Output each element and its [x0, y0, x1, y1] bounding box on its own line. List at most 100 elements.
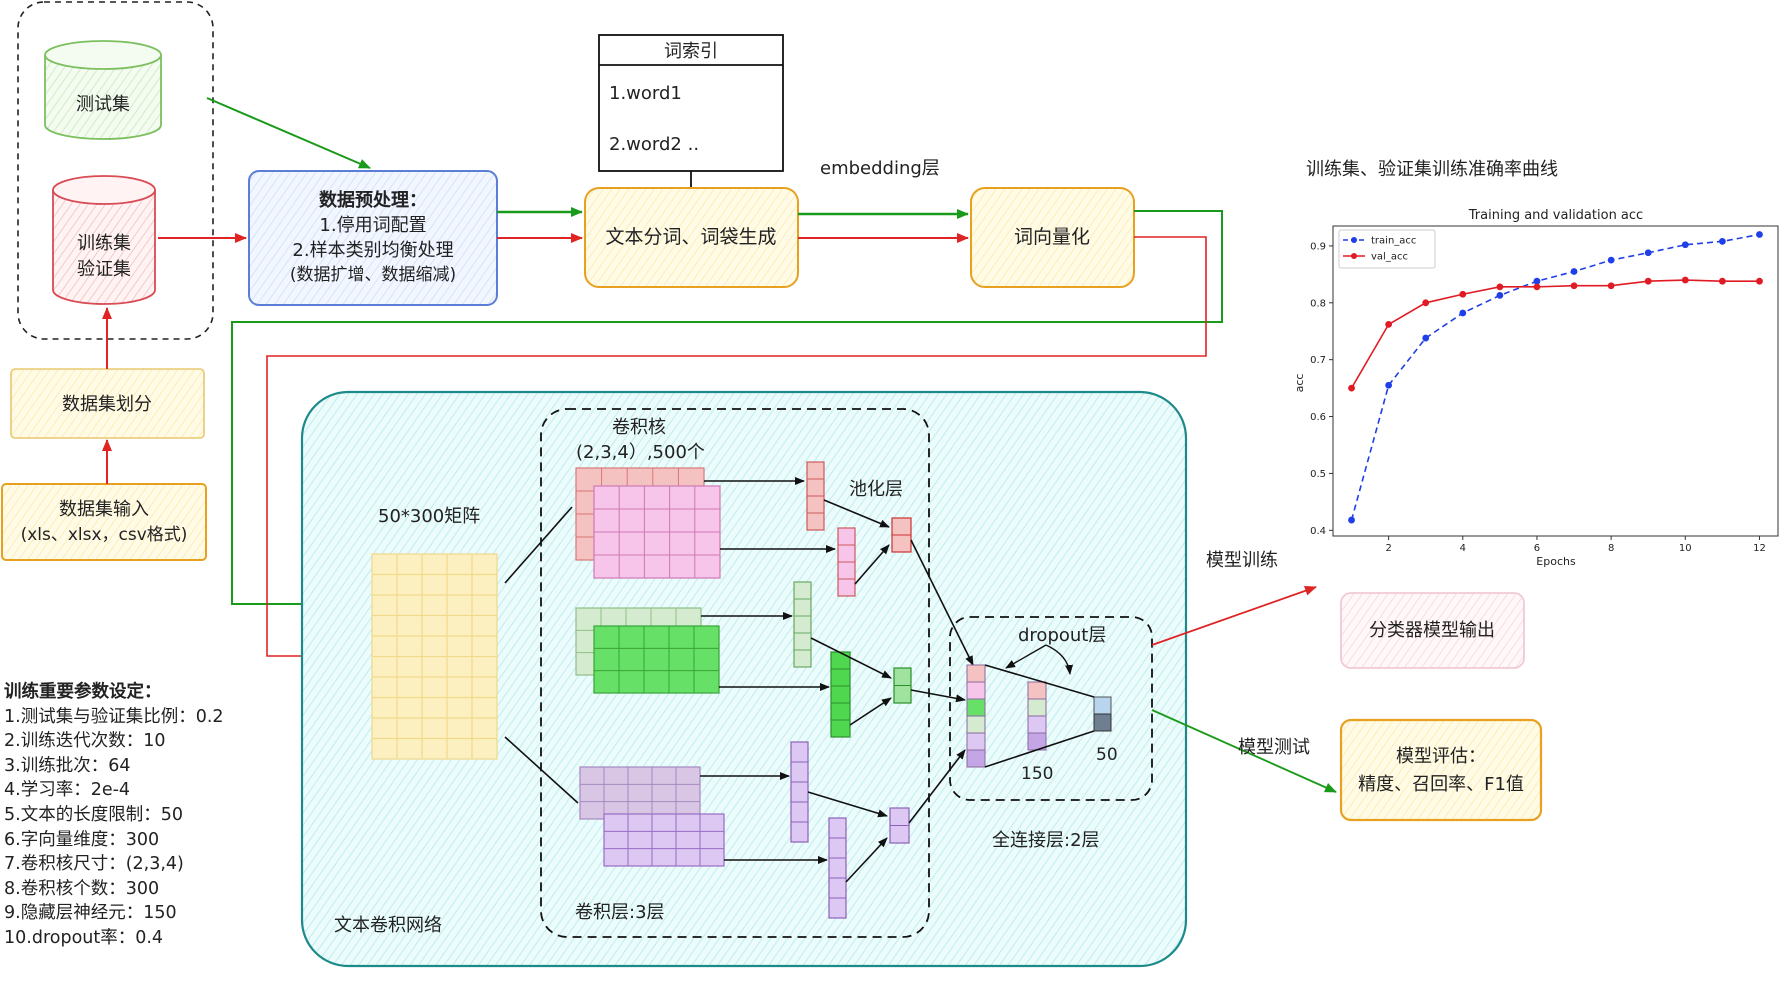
classifier-output-label: 分类器模型输出 [1369, 620, 1495, 641]
chart-x-tick-label: 4 [1460, 543, 1466, 554]
training-param-item: 6.字向量维度：300 [4, 829, 160, 850]
chart-point-train_acc [1459, 309, 1467, 317]
preprocess-step2-detail: (数据扩增、数据缩减) [290, 265, 456, 285]
fc-bottom-edge [984, 730, 1095, 768]
pooled-green [893, 667, 912, 704]
chart-caption: 训练集、验证集训练准确率曲线 [1306, 159, 1558, 180]
preprocess-step1: 1.停用词配置 [319, 215, 426, 236]
arrow-pool-red-to-concat [910, 539, 974, 666]
chart-point-val_acc [1496, 283, 1504, 291]
training-param-item: 5.文本的长度限制：50 [4, 804, 183, 825]
kernel-cell-block [579, 766, 701, 820]
chart-point-train_acc [1385, 381, 1393, 389]
chart-y-tick-label: 0.7 [1310, 355, 1326, 366]
word-index-title: 词索引 [664, 41, 718, 62]
hidden-layer-cell [1027, 698, 1047, 717]
model-training-label: 模型训练 [1206, 550, 1278, 571]
concat-vector-cell [966, 749, 986, 768]
chart-x-tick-label: 2 [1385, 543, 1391, 554]
kernel-green-front [593, 625, 720, 694]
chart-point-val_acc [1756, 277, 1763, 285]
chart-point-val_acc [1570, 282, 1578, 290]
feature-map-red-2 [837, 527, 856, 597]
chart-series-line-val_acc [1350, 279, 1760, 389]
red-route-to-matrix [266, 236, 1207, 661]
test-set-label: 测试集 [76, 94, 130, 115]
matrix-to-kernel-line-2 [504, 736, 579, 804]
training-param-item: 2.训练迭代次数：10 [4, 731, 166, 752]
feature-column-body [828, 817, 847, 919]
fc-150-label: 150 [1021, 764, 1053, 784]
word-index-item-2: 2.word2 .. [609, 134, 699, 155]
concat-vector [966, 664, 986, 768]
word-index-item-1: 1.word1 [609, 83, 682, 104]
model-testing-label: 模型测试 [1238, 737, 1310, 758]
preprocess-title: 数据预处理： [319, 189, 427, 211]
dropout-fc-group [949, 616, 1153, 801]
chart-x-tick-label: 6 [1534, 543, 1540, 554]
green-route-to-matrix [231, 210, 1223, 609]
fc-50-label: 50 [1096, 745, 1118, 765]
feature-column-body [793, 581, 812, 668]
arrow-green-map-to-pool [810, 637, 892, 679]
arrow-purple-map2-to-pool [845, 837, 888, 883]
chart-x-tick-label: 12 [1753, 543, 1766, 554]
concat-vector-cell [966, 681, 986, 700]
pool-layer-label: 池化层 [849, 479, 903, 500]
chart-point-val_acc [1348, 384, 1355, 392]
training-params-title: 训练重要参数设定： [4, 682, 162, 702]
chart-ylabel: acc [1293, 374, 1306, 393]
chart-plot-area [1332, 225, 1779, 537]
training-param-item: 8.卷积核个数：300 [4, 878, 160, 899]
kernel-purple-front [603, 813, 725, 867]
model-eval-box [1339, 718, 1543, 822]
output-layer-cell [1093, 713, 1112, 732]
chart-point-val_acc [1422, 299, 1430, 307]
chart-xlabel: Epochs [1536, 555, 1576, 568]
train-set-label: 训练集 [77, 233, 131, 254]
dropout-arrow-left [1005, 644, 1047, 669]
dataset-split-label: 数据集划分 [62, 394, 152, 415]
vectorize-label: 词向量化 [1014, 226, 1090, 248]
hidden-layer-cell [1027, 715, 1047, 734]
val-set-label: 验证集 [77, 259, 131, 280]
kernel-label: 卷积核 [612, 417, 666, 438]
dropout-layer-label: dropout层 [1018, 625, 1106, 646]
arrow-model-testing [1151, 709, 1337, 793]
matrix-to-kernel-line-1 [504, 506, 573, 584]
feature-map-green-2 [830, 651, 851, 738]
chart-legend-marker [1351, 237, 1357, 243]
embedding-layer-label: embedding层 [820, 158, 940, 179]
training-param-item: 9.隐藏层神经元：150 [4, 903, 177, 924]
dataset-input-formats: (xls、xlsx，csv格式) [21, 525, 188, 545]
chart-point-train_acc [1756, 231, 1763, 238]
chart-point-val_acc [1607, 282, 1615, 290]
text-cnn-container [300, 390, 1188, 968]
chart-y-tick-label: 0.6 [1310, 412, 1326, 423]
feature-column-body [790, 741, 809, 843]
concat-vector-cell [966, 732, 986, 751]
arrow-green-map2-to-pool [849, 697, 892, 726]
model-eval-title: 模型评估： [1396, 746, 1486, 767]
word-index-table: 词索引 1.word1 2.word2 .. [598, 34, 784, 172]
chart-y-tick-label: 0.5 [1310, 469, 1326, 480]
concat-vector-cell [966, 664, 986, 683]
pooled-red [891, 517, 912, 553]
chart-point-train_acc [1422, 334, 1430, 342]
chart-y-tick-label: 0.8 [1310, 298, 1326, 309]
matrix-label: 50*300矩阵 [378, 506, 480, 527]
preprocess-step2: 2.样本类别均衡处理 [292, 240, 453, 261]
arrow-red-map2-to-pool [854, 544, 890, 585]
training-params-panel: 训练重要参数设定： 1.测试集与验证集比例：0.2 2.训练迭代次数：10 3.… [4, 680, 224, 951]
text-cnn-label: 文本卷积网络 [334, 915, 442, 936]
chart-title: Training and validation acc [1468, 208, 1643, 223]
arrow-red-map-to-pool [823, 499, 890, 528]
training-param-item: 10.dropout率：0.4 [4, 927, 164, 948]
chart-legend-label: val_acc [1371, 252, 1408, 263]
chart-legend-marker [1351, 253, 1357, 259]
chart-point-train_acc [1570, 268, 1578, 275]
fc-top-edge [984, 664, 1095, 698]
arrow-pool-purple-to-concat [908, 749, 966, 824]
chart-x-tick-label: 8 [1608, 543, 1614, 554]
